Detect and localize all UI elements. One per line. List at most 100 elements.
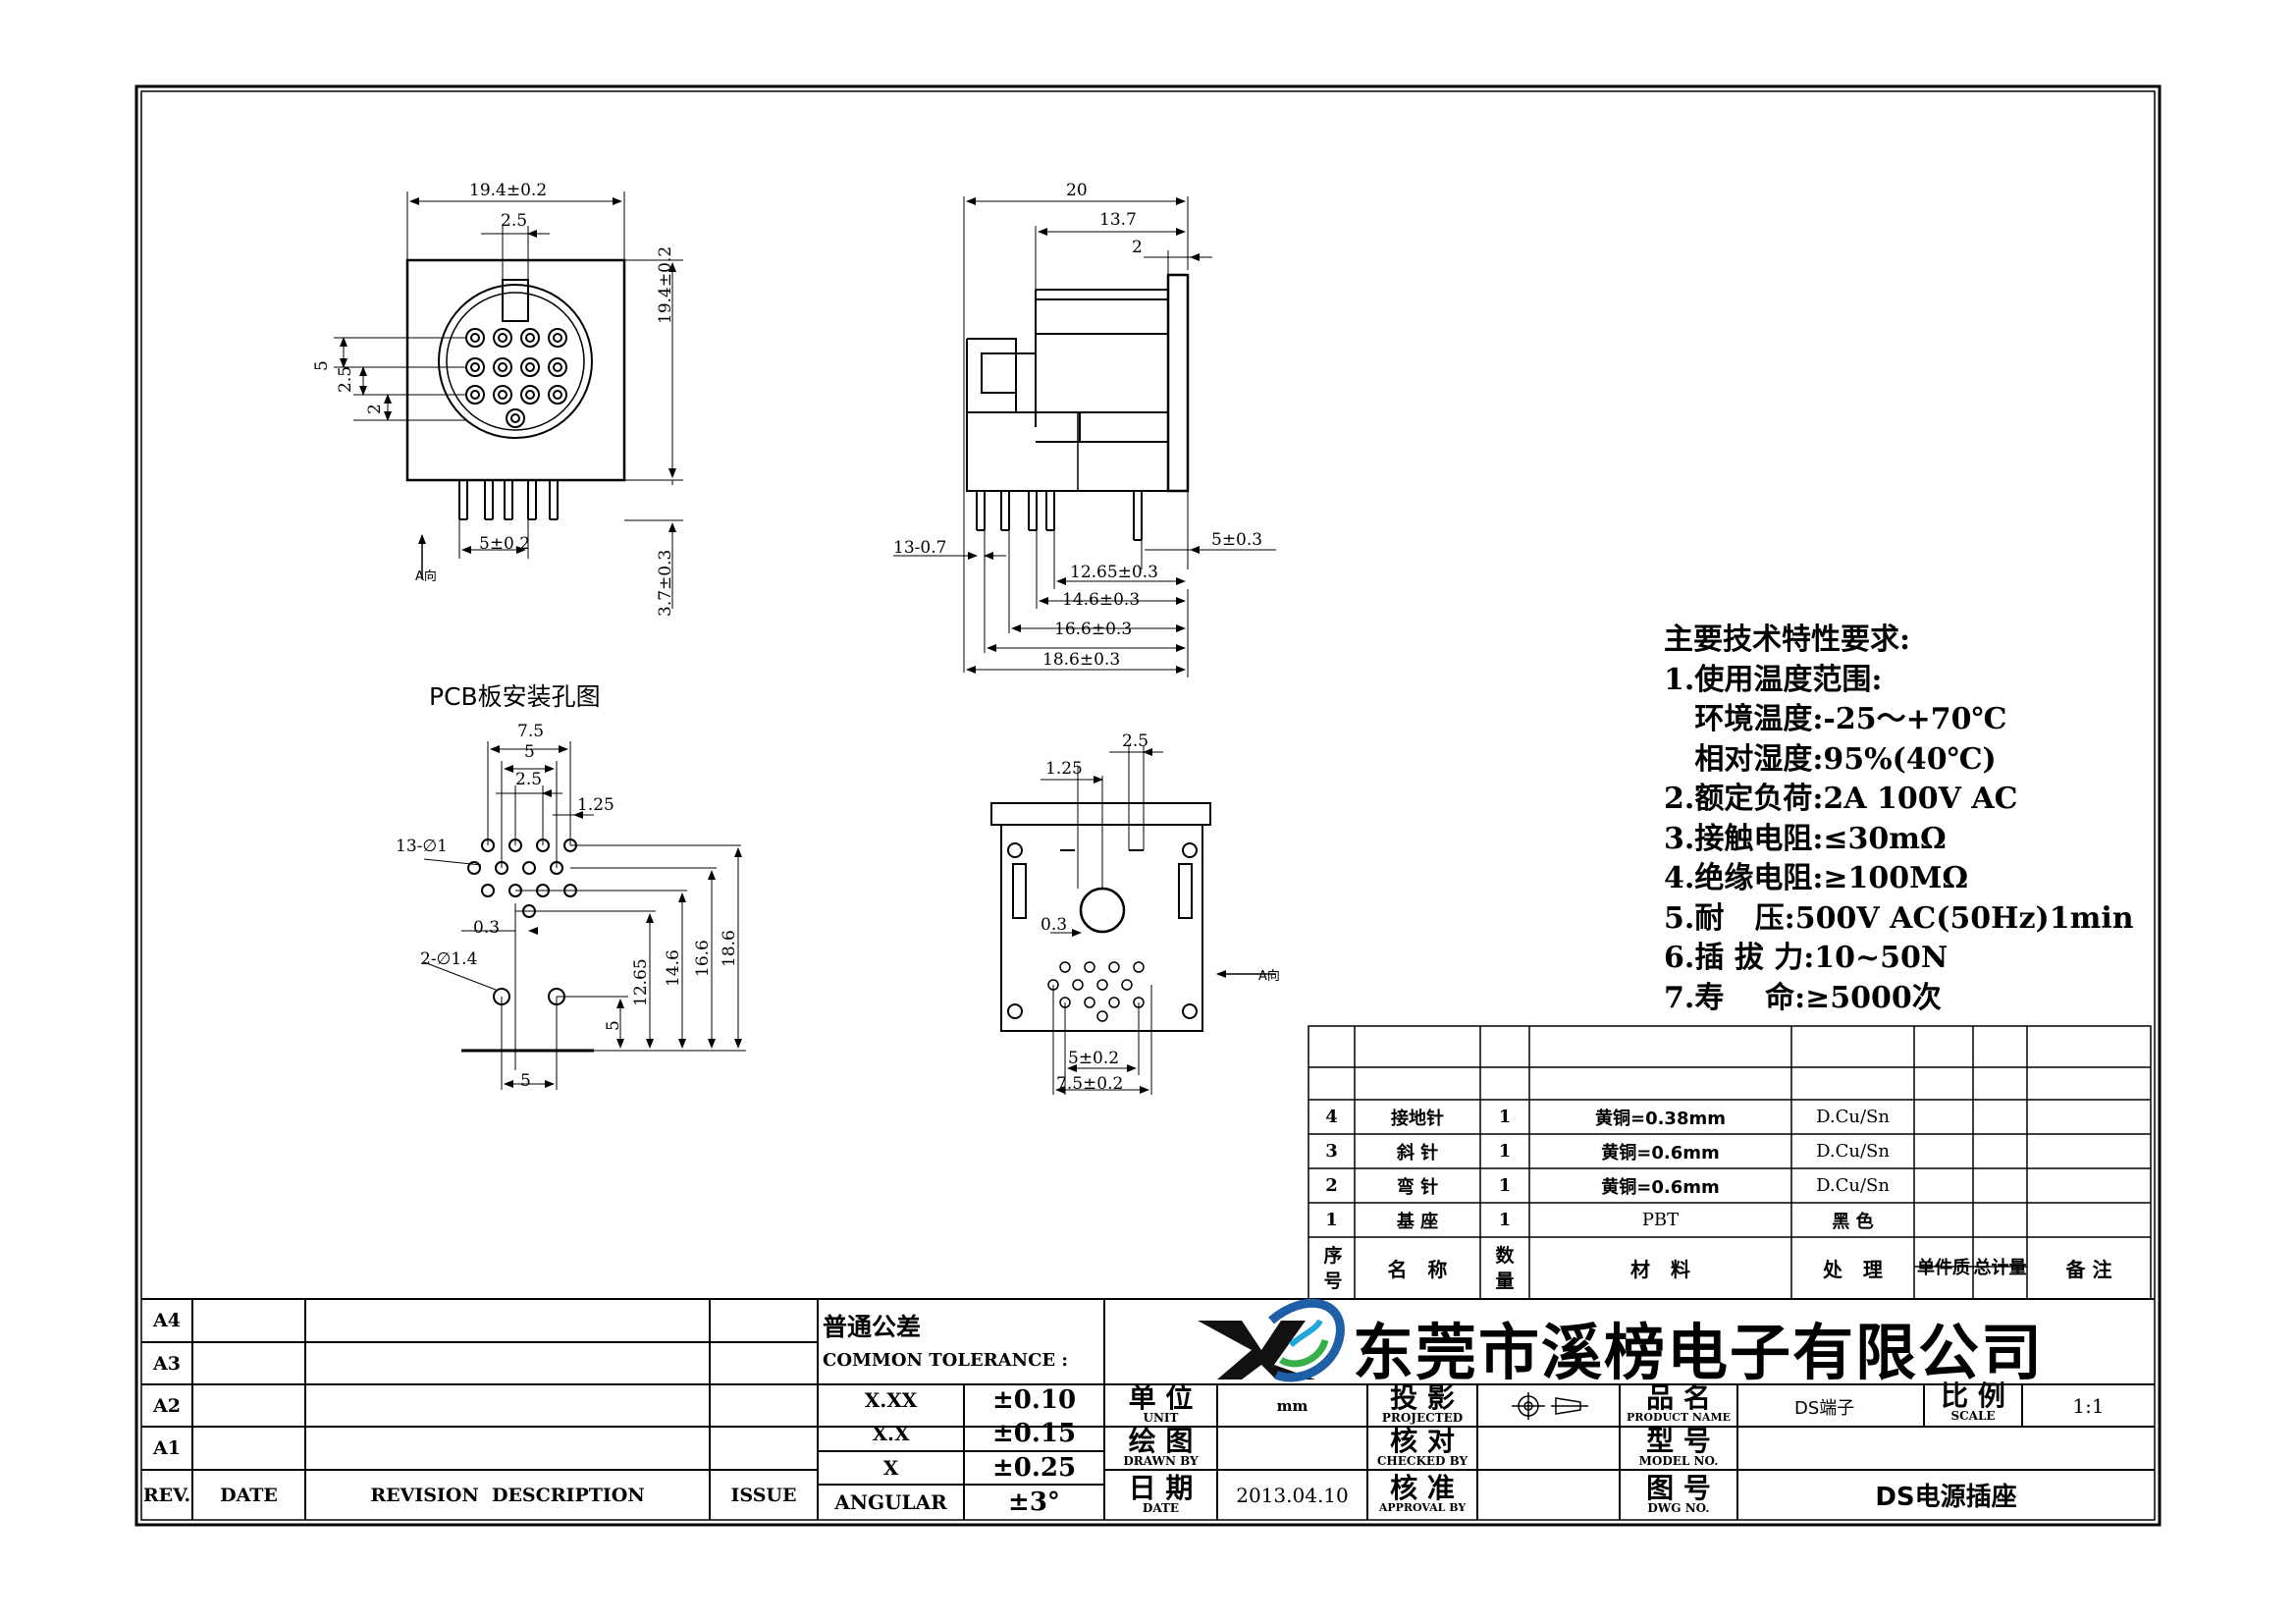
bom-no: 4 [1325, 1107, 1338, 1127]
spec-line: 4.绝缘电阻:≥100MΩ [1664, 861, 1969, 895]
side-dim-12-65: 12.65±0.3 [1070, 563, 1158, 582]
spec-line: 7.寿 命:≥5000次 [1664, 980, 1942, 1015]
pcb-mount-holes-label: 2-∅1.4 [420, 949, 478, 969]
bom-no: 2 [1325, 1175, 1338, 1196]
projection-symbol-icon [1512, 1392, 1588, 1420]
bottom-dim-0-3: 0.3 [1041, 915, 1068, 935]
bom-treatment: 黑 色 [1832, 1211, 1874, 1232]
side-view [893, 196, 1276, 677]
front-dim-width: 19.4±0.2 [469, 181, 548, 200]
tolerance-label: X.X [872, 1421, 910, 1445]
rev-header-rev: REV. [142, 1484, 191, 1506]
pcb-dim-0-3: 0.3 [473, 918, 501, 938]
tolerance-title-en: COMMON TOLERANCE : [823, 1350, 1069, 1371]
rev-row-label: A2 [153, 1394, 181, 1417]
bom-qty: 1 [1498, 1107, 1512, 1127]
tolerance-value: ±0.25 [991, 1453, 1077, 1483]
unit-label: 单 位 [1128, 1381, 1194, 1414]
dwg-no-label-en: DWG NO. [1647, 1500, 1710, 1515]
company-logo [1198, 1298, 1345, 1382]
bom-header-unit-weight: 单件质 [1917, 1257, 1970, 1278]
dwg-no-label: 图 号 [1646, 1472, 1711, 1504]
bom-material: 黄铜=0.38mm [1594, 1108, 1726, 1129]
scale-label: 比 例 [1941, 1380, 2005, 1412]
front-dim-v5: 5 [312, 360, 332, 371]
bottom-view [990, 746, 1276, 1095]
side-dim-body: 13.7 [1099, 210, 1137, 230]
bom-header-total-weight: 总计量 [1973, 1257, 2027, 1278]
pcb-dim-16-6: 16.6 [693, 940, 713, 977]
checked-by-label-en: CHECKED BY [1376, 1453, 1468, 1468]
spec-line: 6.插 拔 力:10~50N [1664, 941, 1949, 975]
side-dim-14-6: 14.6±0.3 [1062, 590, 1141, 610]
dwg-no-value: DS电源插座 [1875, 1483, 2017, 1512]
front-dim-height: 19.4±0.2 [656, 245, 675, 324]
model-label-en: MODEL NO. [1638, 1453, 1719, 1468]
inner-frame [140, 90, 2156, 1521]
side-dim-pins: 13-0.7 [893, 538, 947, 558]
bottom-view-arrow-label: A向 [1258, 969, 1280, 984]
model-label: 型 号 [1646, 1425, 1711, 1457]
bom-table-grid [1308, 1025, 2152, 1300]
date-label-en: DATE [1142, 1500, 1180, 1515]
rev-header-date: DATE [220, 1484, 278, 1506]
bom-treatment: D.Cu/Sn [1816, 1141, 1890, 1162]
bom-material: 黄铜=0.6mm [1601, 1142, 1720, 1163]
tolerance-label: X [882, 1456, 899, 1480]
unit-value: mm [1276, 1396, 1308, 1415]
front-view [334, 191, 683, 609]
bom-no: 3 [1325, 1141, 1338, 1162]
projection-label-en: PROJECTED [1381, 1410, 1464, 1425]
spec-line: 5.耐 压:500V AC(50Hz)1min [1664, 900, 2134, 936]
approval-label-en: APPROVAL BY [1378, 1501, 1467, 1514]
bom-treatment: D.Cu/Sn [1816, 1175, 1890, 1196]
spec-line: 环境温度:-25～+70℃ [1664, 702, 2007, 736]
bom-header-no: 序号 [1323, 1245, 1343, 1292]
bom-header-qty: 数量 [1495, 1245, 1515, 1292]
spec-line: 2.额定负荷:2A 100V AC [1664, 782, 2018, 816]
pcb-holes-label: 13-∅1 [396, 837, 449, 856]
bom-name: 弯 针 [1396, 1176, 1439, 1198]
outer-frame [134, 84, 2162, 1527]
bom-material: PBT [1641, 1210, 1680, 1230]
side-dim-5: 5±0.3 [1211, 530, 1263, 550]
pcb-dim-12-65: 12.65 [631, 958, 651, 1006]
pcb-dim-2-5: 2.5 [515, 770, 543, 789]
rev-row-label: A4 [153, 1310, 181, 1331]
bom-header-material: 材 料 [1630, 1258, 1690, 1281]
bom-header-remark: 备 注 [2065, 1258, 2112, 1281]
front-dim-pin-spacing: 5±0.2 [479, 534, 531, 554]
product-name-value: DS端子 [1794, 1398, 1855, 1419]
tolerance-label: X.XX [864, 1387, 918, 1412]
bom-no: 1 [1325, 1210, 1338, 1230]
bom-treatment: D.Cu/Sn [1816, 1107, 1890, 1127]
scale-value: 1:1 [2072, 1393, 2105, 1418]
projection-label: 投 影 [1390, 1381, 1455, 1414]
spec-line: 3.接触电阻:≤30mΩ [1664, 821, 1947, 856]
company-name: 东莞市溪榜电子有限公司 [1353, 1317, 2045, 1388]
side-dim-18-6: 18.6±0.3 [1042, 650, 1121, 670]
pcb-dim-7-5: 7.5 [517, 722, 545, 741]
date-value: 2013.04.10 [1236, 1483, 1349, 1507]
rev-header-issue: ISSUE [730, 1484, 797, 1506]
bom-header-treatment: 处 理 [1823, 1258, 1883, 1281]
product-name-label-en: PRODUCT NAME [1626, 1411, 1732, 1424]
title-block-grid [141, 1298, 2155, 1520]
unit-label-en: UNIT [1143, 1410, 1179, 1425]
tolerance-value: ±3° [1008, 1488, 1060, 1517]
rev-header-description: REVISION DESCRIPTION [370, 1484, 645, 1506]
bom-qty: 1 [1498, 1210, 1512, 1230]
pcb-layout [423, 741, 746, 1090]
tolerance-label: ANGULAR [834, 1490, 947, 1514]
bottom-dim-1-25: 1.25 [1045, 759, 1083, 779]
bom-qty: 1 [1498, 1141, 1512, 1162]
side-dim-total: 20 [1066, 181, 1088, 200]
pin-grid [465, 328, 567, 428]
bottom-dim-2-5: 2.5 [1122, 731, 1149, 751]
rev-row-label: A3 [153, 1352, 181, 1375]
pcb-layout-title: PCB板安装孔图 [429, 682, 601, 711]
approval-label: 核 准 [1390, 1472, 1455, 1504]
side-dim-16-6: 16.6±0.3 [1054, 620, 1133, 639]
bom-name: 基 座 [1396, 1211, 1439, 1232]
